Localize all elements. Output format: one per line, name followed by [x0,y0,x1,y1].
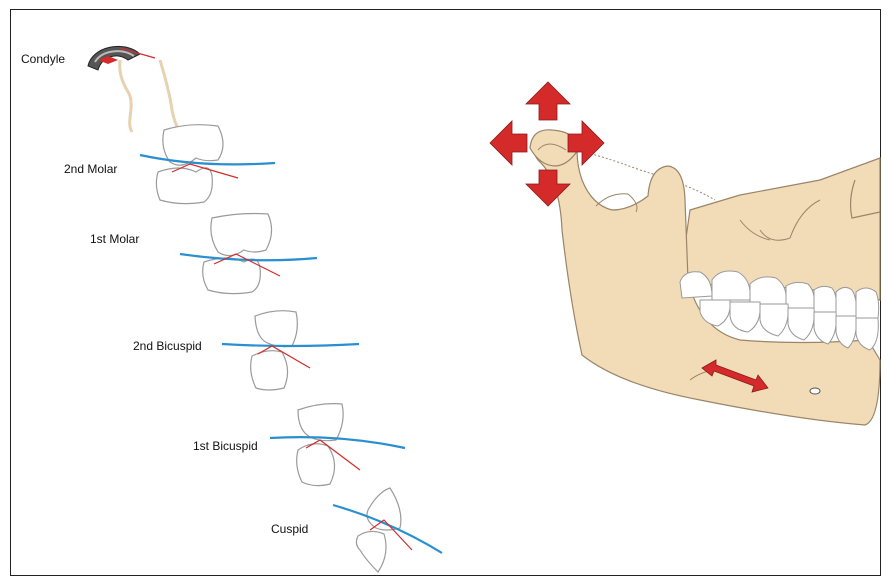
label-cuspid: Cuspid [271,522,308,536]
tooth-cuspid [333,488,442,572]
label-2nd-molar: 2nd Molar [64,162,117,176]
label-1st-bicuspid: 1st Bicuspid [193,439,258,453]
tooth-2nd-bicuspid [222,311,359,390]
label-1st-molar: 1st Molar [90,232,139,246]
tooth-2nd-molar [140,125,275,204]
tooth-1st-molar [180,214,317,294]
mandible-illustration [490,82,880,425]
label-condyle: Condyle [21,52,65,66]
condyle-detail [88,46,178,132]
tooth-1st-bicuspid [270,404,405,486]
label-2nd-bicuspid: 2nd Bicuspid [133,339,202,353]
